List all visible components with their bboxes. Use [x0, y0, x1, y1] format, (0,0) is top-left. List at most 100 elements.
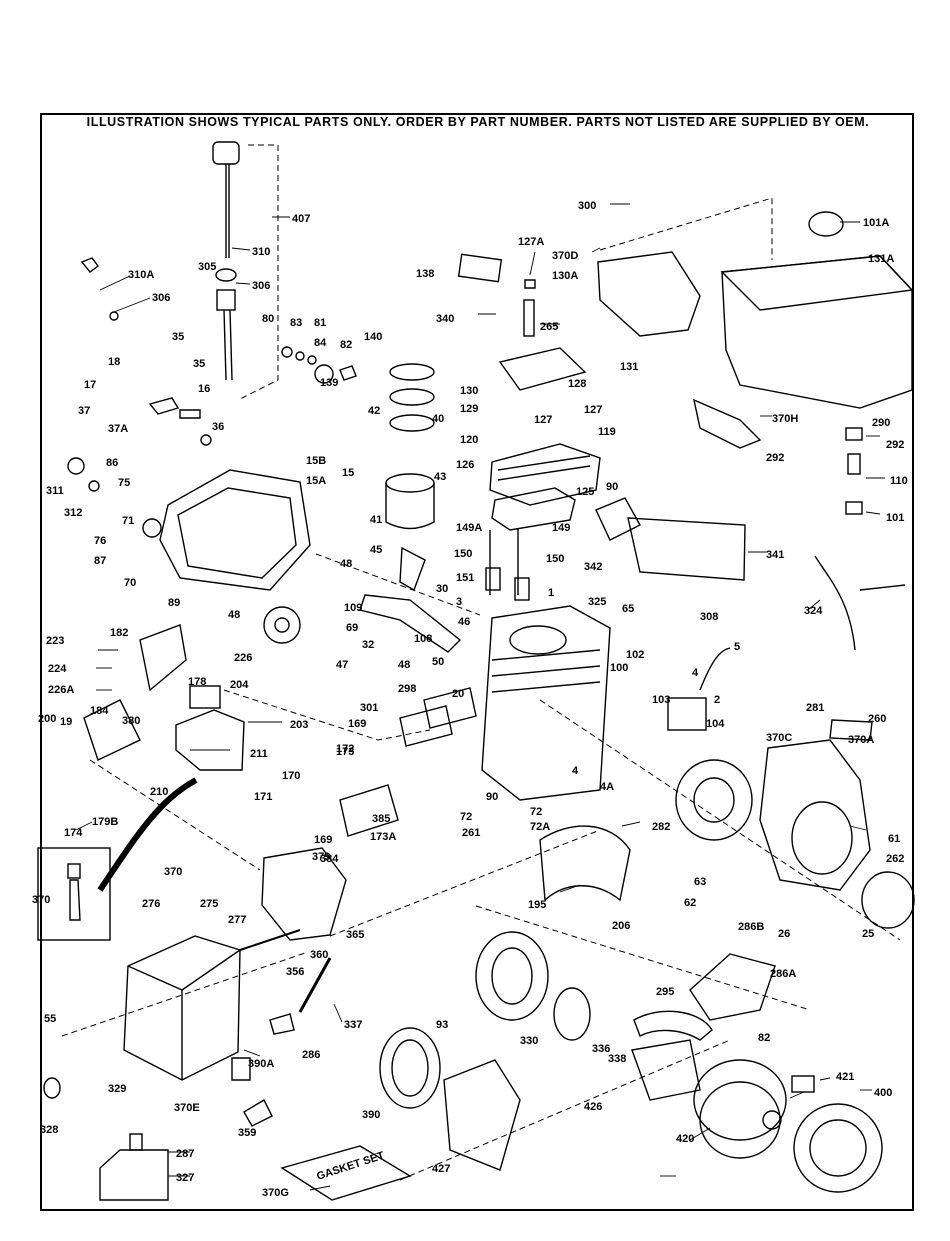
- part-label: 325: [588, 596, 606, 608]
- part-label: 63: [694, 876, 706, 888]
- part-label: 427: [432, 1163, 450, 1175]
- part-label: 310: [252, 246, 270, 258]
- part-label: 4A: [600, 781, 614, 793]
- part-label: 48: [228, 609, 240, 621]
- blower-housing: [759, 739, 871, 891]
- part-label: 370G: [262, 1187, 289, 1199]
- part-label: 421: [836, 1071, 854, 1083]
- part-label: 16: [198, 383, 210, 395]
- part-label: 370H: [772, 413, 798, 425]
- oil-bottle: [99, 1149, 169, 1201]
- part-label: 360: [310, 949, 328, 961]
- part-label: 69: [346, 622, 358, 634]
- part-label: 329: [108, 1083, 126, 1095]
- part-label: 385: [372, 813, 390, 825]
- part-label: 82: [340, 339, 352, 351]
- part-label: 311: [46, 485, 64, 497]
- part-label: 330: [520, 1035, 538, 1047]
- flywheel: [675, 759, 753, 841]
- muffler: [261, 847, 347, 941]
- part-label: 86: [106, 457, 118, 469]
- part-label: 119: [598, 426, 616, 438]
- cylinder-head: [489, 443, 601, 506]
- part-label: 131: [620, 361, 638, 373]
- part-label: 18: [108, 356, 120, 368]
- part-label: 89: [168, 597, 180, 609]
- part-label: 127A: [518, 236, 544, 248]
- part-label: 261: [462, 827, 480, 839]
- part-label: 286B: [738, 921, 764, 933]
- part-label: 109: [344, 602, 362, 614]
- part-label: 336: [592, 1043, 610, 1055]
- part-label: 151: [456, 572, 474, 584]
- part-label: 90: [606, 481, 618, 493]
- part-label: 223: [46, 635, 64, 647]
- part-label: 211: [250, 748, 268, 760]
- leader-lines: [75, 203, 885, 1191]
- part-label: 102: [626, 649, 644, 661]
- gasket-set-label: GASKET SET: [315, 1150, 386, 1183]
- part-label: 390A: [248, 1058, 274, 1070]
- part-label: 20: [452, 688, 464, 700]
- part-label: 275: [200, 898, 218, 910]
- fuel-tank: [721, 255, 913, 409]
- part-label: 15A: [306, 475, 326, 487]
- part-label: 71: [122, 515, 134, 527]
- part-label: 390: [362, 1109, 380, 1121]
- part-label: 265: [540, 321, 558, 333]
- part-label: 110: [890, 475, 908, 487]
- cylinder-block: [481, 605, 611, 801]
- part-label: 282: [652, 821, 670, 833]
- part-label: 32: [362, 639, 374, 651]
- carburetor: [175, 709, 245, 771]
- part-label: 25: [862, 928, 874, 940]
- part-label: 384: [320, 853, 339, 865]
- crankshaft: [359, 594, 462, 653]
- part-label: 127: [584, 404, 602, 416]
- part-label: 47: [336, 659, 348, 671]
- part-label: 226: [234, 652, 252, 664]
- spark-plug: [523, 299, 535, 337]
- part-label: 169: [348, 718, 366, 730]
- part-label: 370C: [766, 732, 792, 744]
- part-label: 108: [414, 633, 432, 645]
- part-label: 327: [176, 1172, 194, 1184]
- part-label: 138: [416, 268, 434, 280]
- part-label: 260: [868, 713, 886, 725]
- part-label: 101: [886, 512, 904, 524]
- part-label: 35: [172, 331, 184, 343]
- part-label: 130A: [552, 270, 578, 282]
- part-label: 277: [228, 914, 246, 926]
- part-label: 359: [238, 1127, 256, 1139]
- part-label: 179B: [92, 816, 118, 828]
- part-label: 55: [44, 1013, 56, 1025]
- part-label: 84: [314, 337, 327, 349]
- part-label: 100: [610, 662, 628, 674]
- part-label: 19: [60, 716, 72, 728]
- part-label: 4: [572, 765, 579, 777]
- part-label: 287: [176, 1148, 194, 1160]
- part-label: 76: [94, 535, 106, 547]
- part-label: 310A: [128, 269, 154, 281]
- part-label: 400: [874, 1087, 892, 1099]
- piston: [385, 473, 435, 493]
- part-label: 1: [548, 587, 554, 599]
- part-label: 150: [546, 553, 564, 565]
- inset-box: [37, 847, 111, 941]
- part-label: 126: [456, 459, 474, 471]
- part-label: 130: [460, 385, 478, 397]
- part-label: 308: [700, 611, 718, 623]
- part-label: 306: [252, 280, 270, 292]
- part-label: 169: [314, 834, 332, 846]
- part-label: 128: [568, 378, 586, 390]
- part-label: 262: [886, 853, 904, 865]
- part-label: 370: [32, 894, 50, 906]
- part-label: 338: [608, 1053, 626, 1065]
- part-label: 426: [584, 1101, 602, 1113]
- part-label: 81: [314, 317, 326, 329]
- part-label: 127: [534, 414, 552, 426]
- part-label: 340: [436, 313, 454, 325]
- tire: [475, 931, 549, 1021]
- part-label: 182: [110, 627, 128, 639]
